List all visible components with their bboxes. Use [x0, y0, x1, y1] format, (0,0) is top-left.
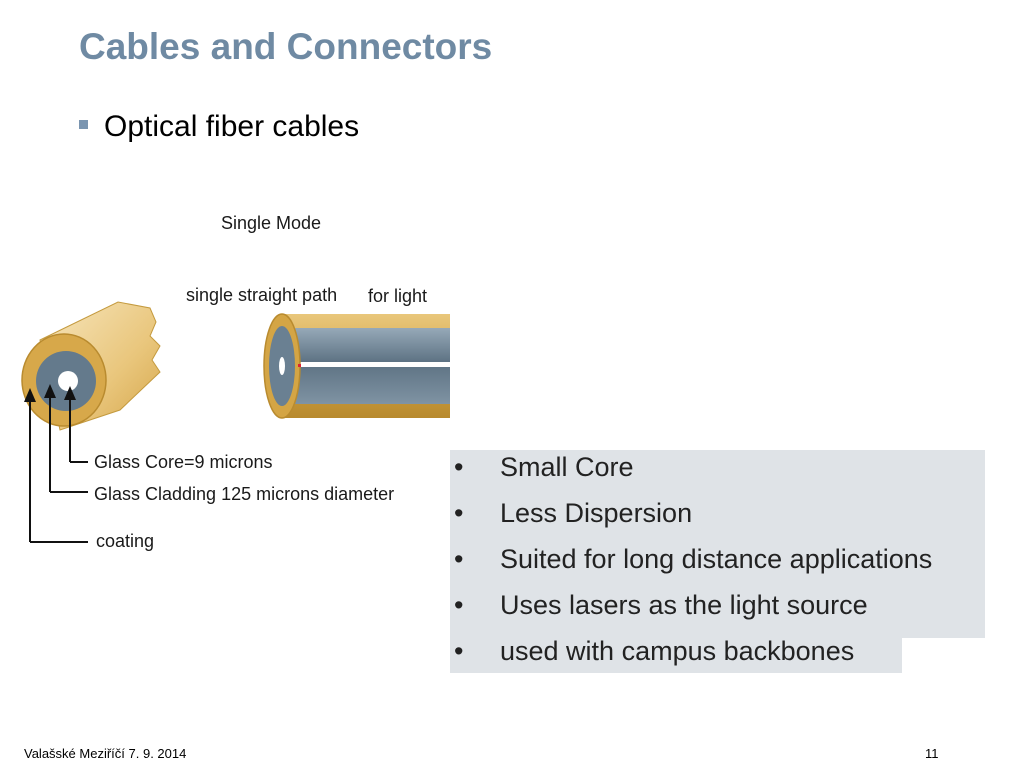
path-label: single straight path: [186, 285, 338, 305]
bullet-text: Optical fiber cables: [104, 110, 360, 143]
fiber-cross-section: [21, 301, 161, 543]
core-label: Glass Core=9 microns: [94, 452, 273, 472]
feature-text: Uses lasers as the light source: [500, 590, 868, 620]
mode-label: Single Mode: [221, 213, 322, 233]
feature-text: Less Dispersion: [500, 498, 693, 528]
coating-label: coating: [96, 531, 155, 551]
fiber-diagram: Single Mode single straight path for lig…: [0, 190, 450, 570]
bullet-dot-icon: •: [454, 452, 464, 482]
bullet-dot-icon: •: [454, 498, 464, 528]
features-panel: • Small Core • Less Dispersion • Suited …: [450, 450, 985, 673]
features-background: [450, 450, 985, 638]
square-bullet-icon: [79, 120, 88, 129]
path-label-suffix: for light: [368, 286, 428, 306]
single-mode-cable: [263, 313, 450, 419]
slide-number: 11: [925, 746, 939, 761]
bullet-dot-icon: •: [454, 636, 464, 666]
feature-text: Small Core: [500, 452, 634, 482]
fiber-illustration: [21, 301, 450, 543]
cladding-label: Glass Cladding 125 microns diameter: [94, 484, 395, 504]
footer-location-date: Valašské Meziříčí 7. 9. 2014: [24, 746, 187, 761]
feature-text: used with campus backbones: [500, 636, 855, 666]
features-background-tail: [450, 638, 902, 673]
bullet-dot-icon: •: [454, 590, 464, 620]
bullet-dot-icon: •: [454, 544, 464, 574]
feature-text: Suited for long distance applications: [500, 544, 933, 574]
slide-title: Cables and Connectors: [79, 26, 493, 67]
